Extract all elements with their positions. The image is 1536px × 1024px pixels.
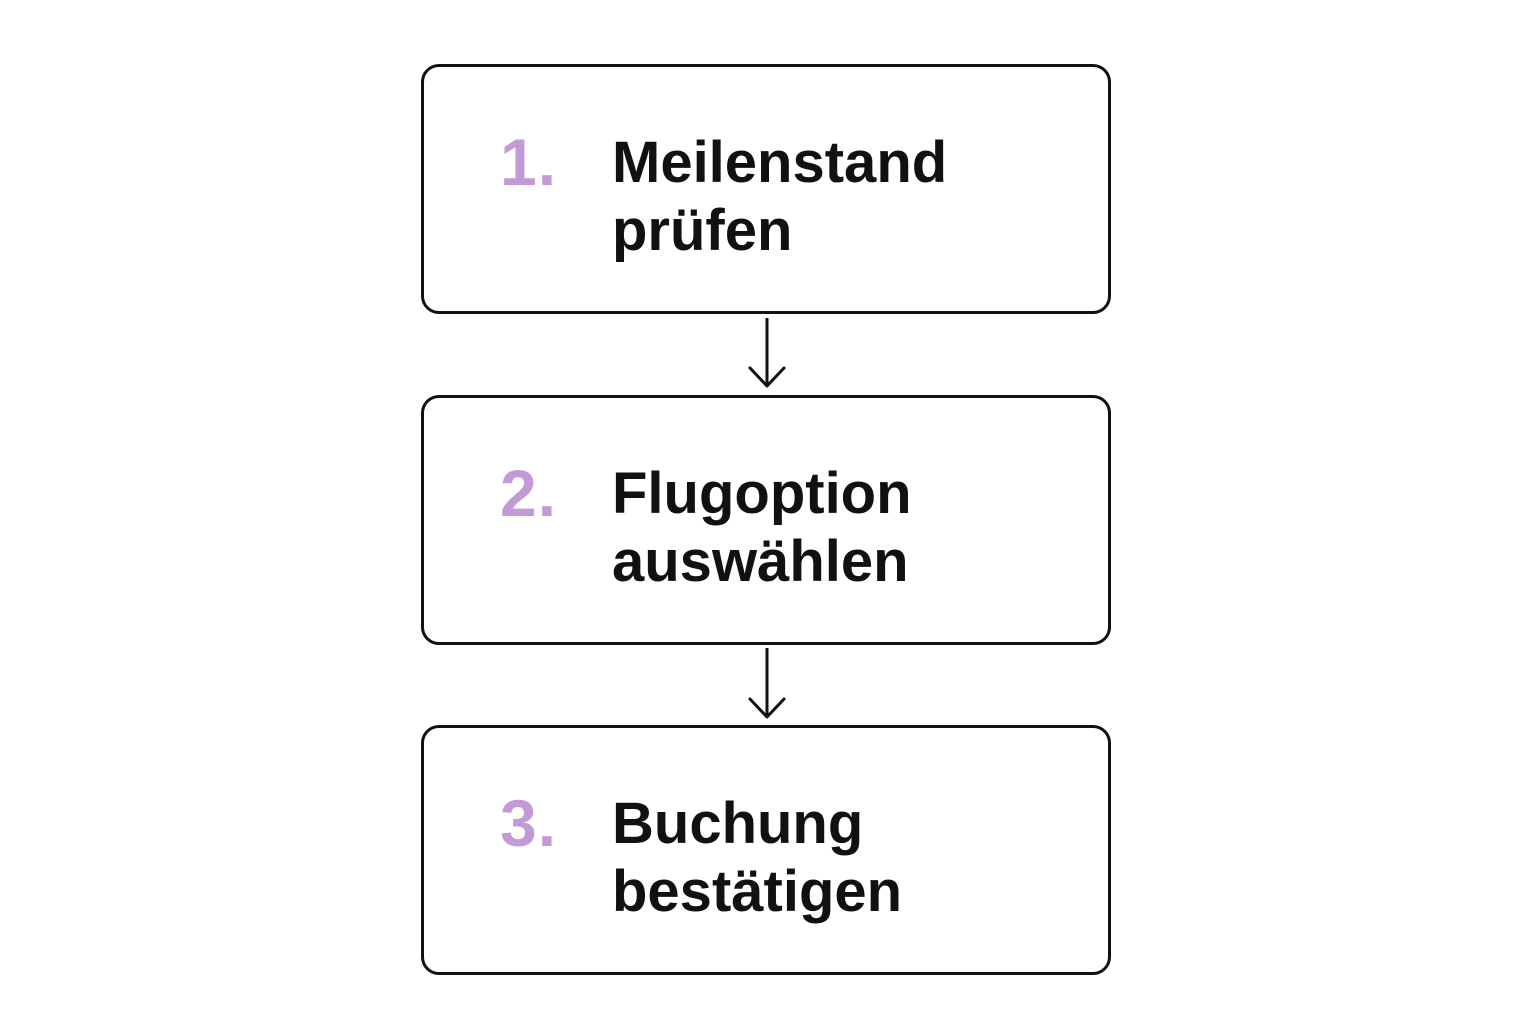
step-label-2-line-1: Flugoption	[612, 461, 912, 526]
step-label-3-line-2: bestätigen	[612, 859, 903, 924]
step-label-1: Meilenstand prüfen	[612, 129, 947, 265]
step-label-1-line-1: Meilenstand	[612, 130, 948, 195]
step-label-1-line-2: prüfen	[612, 198, 793, 263]
step-box-2: 2. Flugoption auswählen	[421, 395, 1111, 645]
arrow-icon-2-to-3	[748, 648, 786, 719]
arrow-icon-1-to-2	[748, 318, 786, 388]
step-label-2-line-2: auswählen	[612, 529, 909, 594]
step-number-1: 1.	[500, 125, 558, 199]
step-box-1: 1. Meilenstand prüfen	[421, 64, 1111, 314]
step-label-3: Buchung bestätigen	[612, 790, 902, 926]
step-number-3: 3.	[500, 786, 558, 860]
step-label-2: Flugoption auswählen	[612, 460, 912, 596]
step-number-2: 2.	[500, 456, 558, 530]
step-box-3: 3. Buchung bestätigen	[421, 725, 1111, 975]
step-label-3-line-1: Buchung	[612, 791, 864, 856]
